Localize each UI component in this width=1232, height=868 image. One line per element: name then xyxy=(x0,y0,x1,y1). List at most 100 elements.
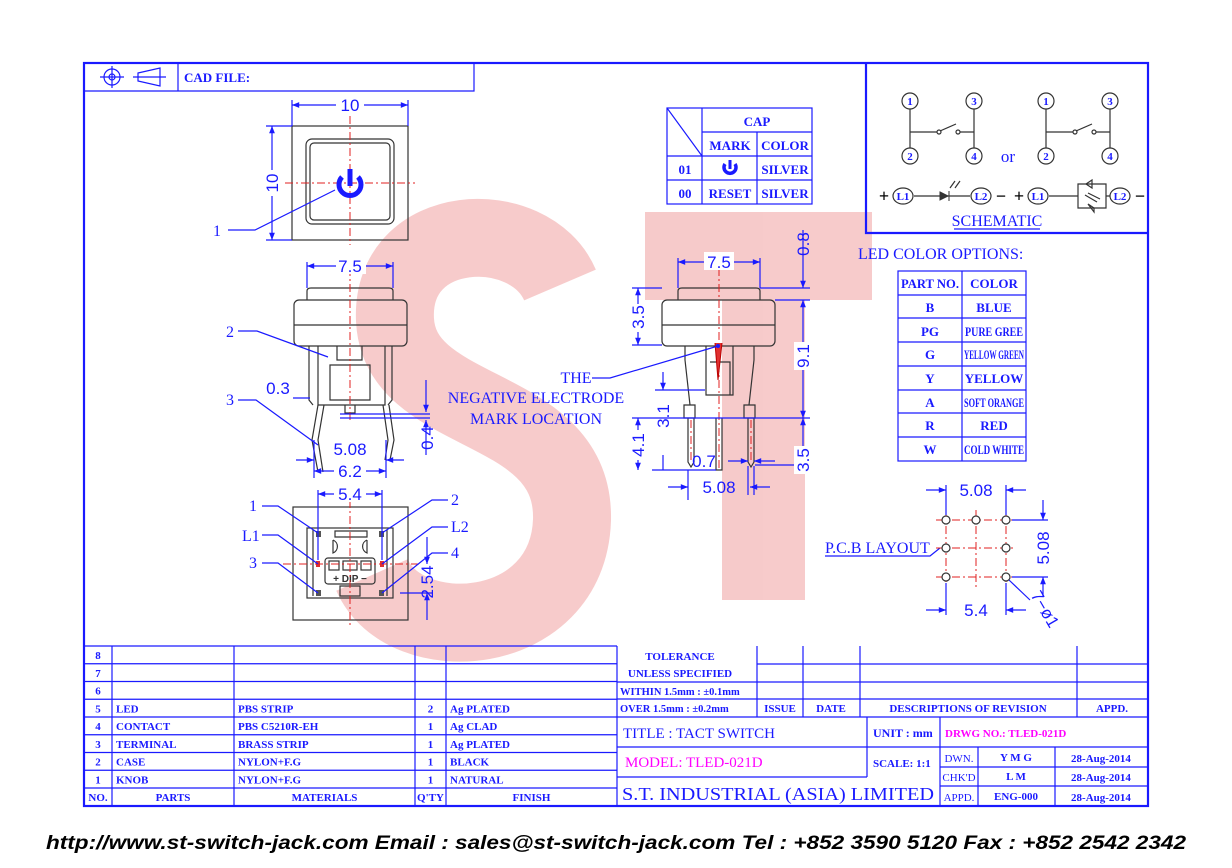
dim-right-5-08: 5.08 xyxy=(702,478,735,497)
bom-header: FINISH xyxy=(513,792,551,804)
pin-label: 3 xyxy=(971,96,977,108)
callout-pin-4: 4 xyxy=(451,545,459,562)
callout-3: 3 xyxy=(226,392,234,409)
bom-cell: NYLON+F.G xyxy=(238,774,301,786)
side-view-left: 7.5 2 3 0.3 0.4 5.08 6.2 xyxy=(226,256,437,481)
pin-label: 3 xyxy=(1107,96,1113,108)
led-color: SOFT ORANGE xyxy=(964,395,1024,410)
scale-label: SCALE: 1:1 xyxy=(873,758,931,770)
bom-cell: 1 xyxy=(428,721,434,733)
cad-file-label: CAD FILE: xyxy=(184,70,250,85)
bom-cell: 4 xyxy=(95,721,101,733)
cap-code: 00 xyxy=(679,186,692,201)
dim-5-08: 5.08 xyxy=(333,440,366,459)
bom-cell: BRASS STRIP xyxy=(238,739,309,751)
bottom-view: + DIP − 5.4 1 L1 3 2 L2 4 2.54 xyxy=(242,484,469,625)
dim-0-8: 0.8 xyxy=(794,232,813,256)
pin-label: 2 xyxy=(1043,151,1049,163)
bom-cell: CONTACT xyxy=(116,721,171,733)
sign-role: DWN. xyxy=(944,753,973,765)
dip-label: + DIP − xyxy=(333,574,367,585)
pin-label: 1 xyxy=(907,96,913,108)
dim-0-4: 0.4 xyxy=(418,426,437,450)
bom-cell: LED xyxy=(116,703,139,715)
bom-cell: BLACK xyxy=(450,757,490,769)
revision-date: DATE xyxy=(816,703,846,715)
bom-cell: 7 xyxy=(95,668,101,680)
st-watermark-logo xyxy=(336,198,872,662)
led-pin-label: L2 xyxy=(975,191,988,203)
bicolor-led-icon xyxy=(1084,178,1101,214)
bom-header: Q'TY xyxy=(417,792,444,804)
led-diode-icon xyxy=(939,180,961,201)
bom-cell: Ag CLAD xyxy=(450,721,497,733)
pcb-holes xyxy=(941,515,1011,582)
led-color: PURE GREE xyxy=(965,324,1023,339)
led-color: YELLOW GREEN xyxy=(964,347,1024,362)
bom-cell: 2 xyxy=(95,757,101,769)
bom-cell: TERMINAL xyxy=(116,739,177,751)
dim-6-2: 6.2 xyxy=(338,462,362,481)
cap-table: CAP MARK COLOR 01 SILVER 00 RESET SILVER xyxy=(666,107,813,205)
bom-cell: PBS C5210R-EH xyxy=(238,721,319,733)
tolerance-subtitle: UNLESS SPECIFIED xyxy=(628,668,732,680)
led-options-title: LED COLOR OPTIONS: xyxy=(858,246,1023,263)
bom-grid xyxy=(84,645,617,807)
power-icon xyxy=(722,160,738,175)
pin-label: 4 xyxy=(971,151,977,163)
pcb-layout: P.C.B LAYOUT 5.08 5.08 5.4 7−ø1 xyxy=(825,481,1063,631)
bom-cell: 1 xyxy=(428,757,434,769)
cap-color: SILVER xyxy=(761,162,809,177)
bom-cell: CASE xyxy=(116,757,145,769)
dim-bottom-width: 5.4 xyxy=(338,485,362,504)
bom-cell: NATURAL xyxy=(450,774,504,786)
dim-right-width: 7.5 xyxy=(707,253,731,272)
cap-col-color: COLOR xyxy=(761,138,809,153)
led-color: YELLOW xyxy=(965,371,1024,386)
sign-role: CHK'D xyxy=(942,772,975,784)
note-line-2: NEGATIVE ELECTRODE xyxy=(448,390,624,407)
cap-mark: RESET xyxy=(709,186,752,201)
schematic-or: or xyxy=(1001,147,1016,166)
led-part: A xyxy=(925,395,935,410)
bom-header: NO. xyxy=(88,792,108,804)
led-color: RED xyxy=(980,418,1007,433)
bom-cell: 1 xyxy=(95,774,101,786)
tolerance-title: TOLERANCE xyxy=(645,651,714,663)
callout-2: 2 xyxy=(226,324,234,341)
led-header: COLOR xyxy=(970,276,1018,291)
dim-0-7: 0.7 xyxy=(692,452,716,471)
note-line-1: THE xyxy=(560,370,591,387)
pcb-hole-spec: 7−ø1 xyxy=(1027,588,1063,631)
sign-role: APPD. xyxy=(944,792,975,804)
callout-pin-1: 1 xyxy=(249,498,257,515)
minus-sign: − xyxy=(1135,186,1145,206)
pin-label: 2 xyxy=(907,151,913,163)
dim-0-3: 0.3 xyxy=(266,379,290,398)
led-pin-label: L2 xyxy=(1114,191,1127,203)
pin-markers xyxy=(892,92,1131,205)
led-pin-label: L1 xyxy=(897,191,910,203)
side-view-right: 7.5 0.8 3.5 9.1 4.1 3.1 3.5 0.7 5.08 xyxy=(629,230,813,500)
dim-top-height: 10 xyxy=(263,174,282,193)
bom-cell: 8 xyxy=(95,650,101,662)
power-icon xyxy=(336,169,364,198)
cad-file-header: CAD FILE: xyxy=(84,63,475,92)
revision-block: TOLERANCE UNLESS SPECIFIED WITHIN 1.5mm … xyxy=(616,646,1148,806)
sign-name: ENG-000 xyxy=(994,791,1039,803)
bom-cell: 1 xyxy=(428,739,434,751)
callout-l2: L2 xyxy=(451,519,469,536)
dim-top-width: 10 xyxy=(341,96,360,115)
footer-contact: http://www.st-switch-jack.com Email : sa… xyxy=(46,833,1187,854)
bom-cell: 6 xyxy=(95,686,101,698)
revision-desc: DESCRIPTIONS OF REVISION xyxy=(889,703,1046,715)
led-color: BLUE xyxy=(976,300,1011,315)
title-block: TITLE : TACT SWITCH UNIT : mm DRWG NO.: … xyxy=(617,717,1148,806)
projection-symbol-icon xyxy=(100,66,166,88)
dim-3-1: 3.1 xyxy=(654,404,673,428)
led-part: G xyxy=(925,347,935,362)
led-color-options-table: LED COLOR OPTIONS: PART NO. COLOR B BLUE… xyxy=(858,246,1027,462)
plus-sign: + xyxy=(1014,186,1024,206)
